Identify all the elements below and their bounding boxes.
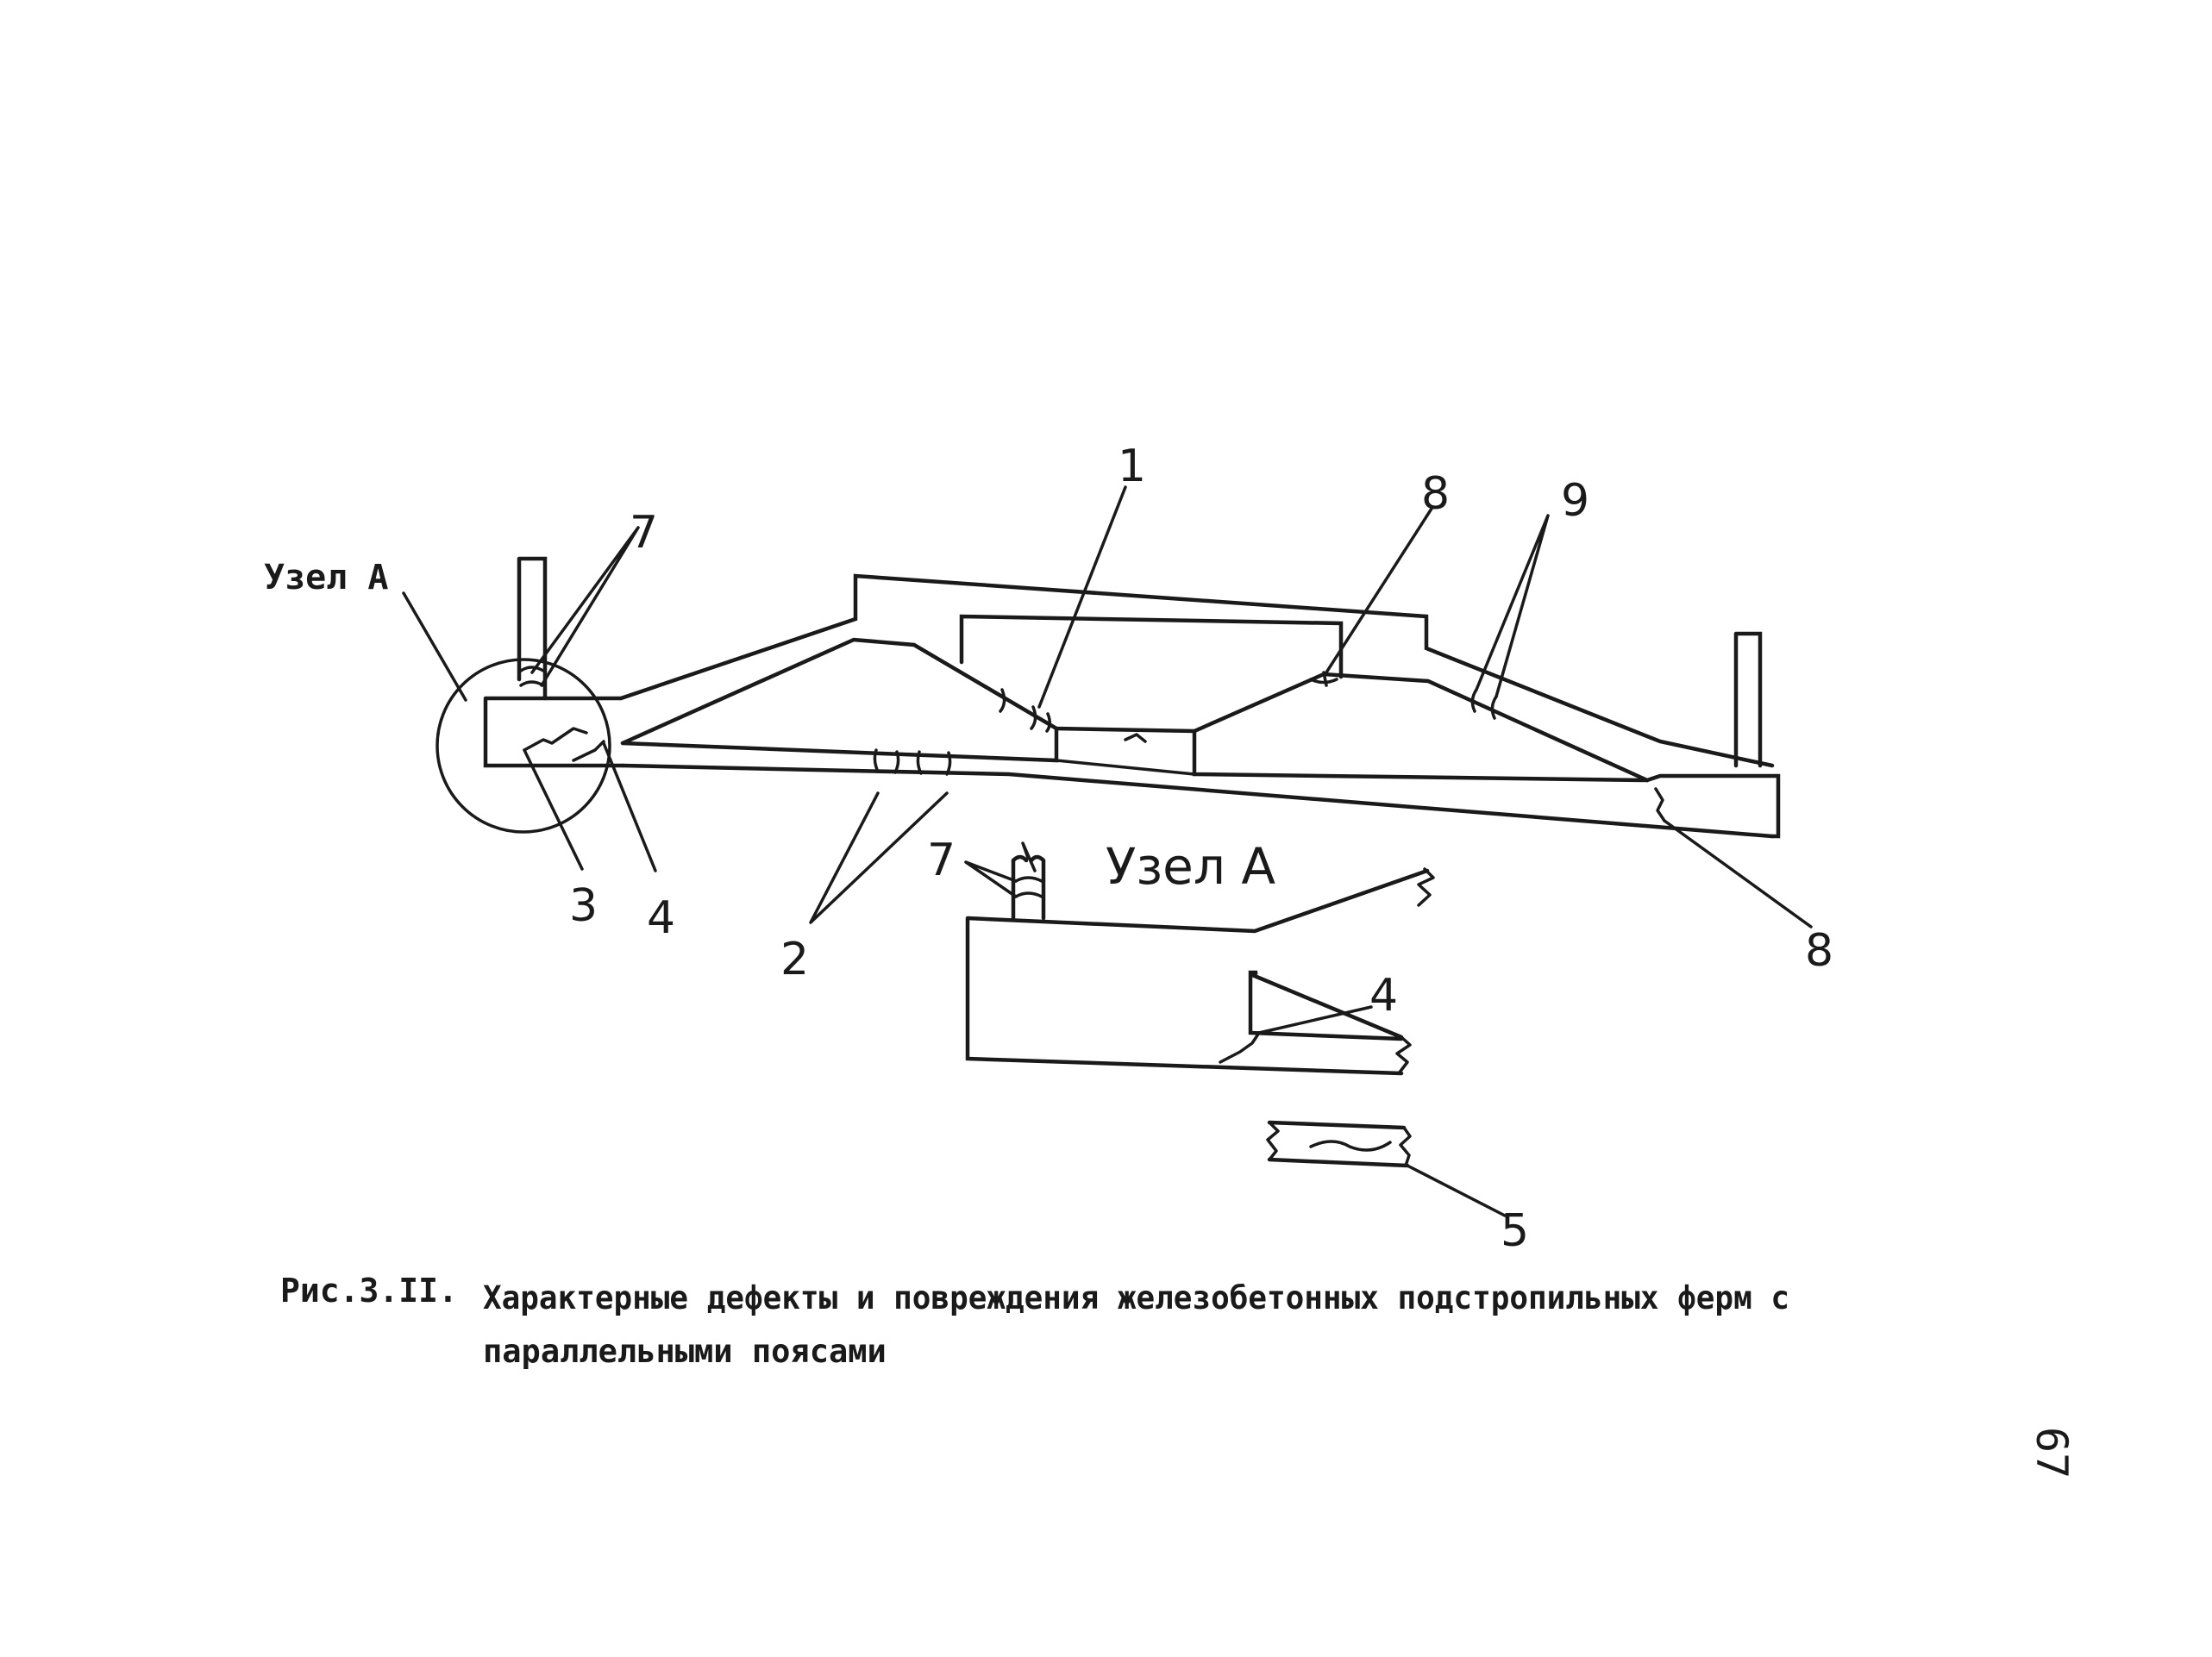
truss-drawing (483, 556, 1781, 839)
marker-3: 3 (569, 880, 598, 932)
marker-9: 9 (1561, 475, 1589, 527)
marker-8-bottom: 8 (1805, 925, 1833, 977)
fragment-5 (1267, 1120, 1410, 1168)
top-inner-panel (959, 614, 1344, 679)
node-a-label: Узел А (264, 558, 389, 597)
caption-line-2: параллельными поясами (483, 1333, 887, 1370)
left-post (517, 556, 548, 701)
top-chord-outer (618, 573, 1775, 768)
detail-title: Узел А (1106, 837, 1275, 896)
right-post (1733, 631, 1763, 768)
page-number: 67 (2027, 1427, 2077, 1479)
bottom-chord-lower (620, 763, 1775, 839)
marker-4-detail: 4 (1369, 970, 1398, 1022)
right-support-block (1645, 773, 1781, 839)
caption-prefix: Рис.3.II. (280, 1272, 458, 1310)
leader-lines (402, 485, 1813, 929)
caption-line-1: Характерные дефекты и повреждения железо… (483, 1279, 1789, 1316)
crack-marks (519, 666, 1666, 822)
marker-5: 5 (1501, 1205, 1529, 1257)
detail-block (965, 868, 1430, 1076)
middle-joint-line (1055, 759, 1196, 776)
marker-7: 7 (630, 507, 658, 559)
marker-7-detail: 7 (927, 835, 956, 886)
node-a-detail (964, 841, 1507, 1217)
marker-4: 4 (647, 892, 675, 944)
top-chord-inner (620, 637, 1650, 783)
node-a-circle (436, 658, 611, 834)
figure-caption: Рис.3.II. Характерные дефекты и поврежде… (280, 1272, 1789, 1370)
left-support-block (483, 696, 625, 768)
marker-8-top: 8 (1421, 468, 1450, 520)
marker-2: 2 (780, 934, 809, 985)
marker-1: 1 (1118, 441, 1146, 492)
detail-post (1011, 854, 1046, 921)
